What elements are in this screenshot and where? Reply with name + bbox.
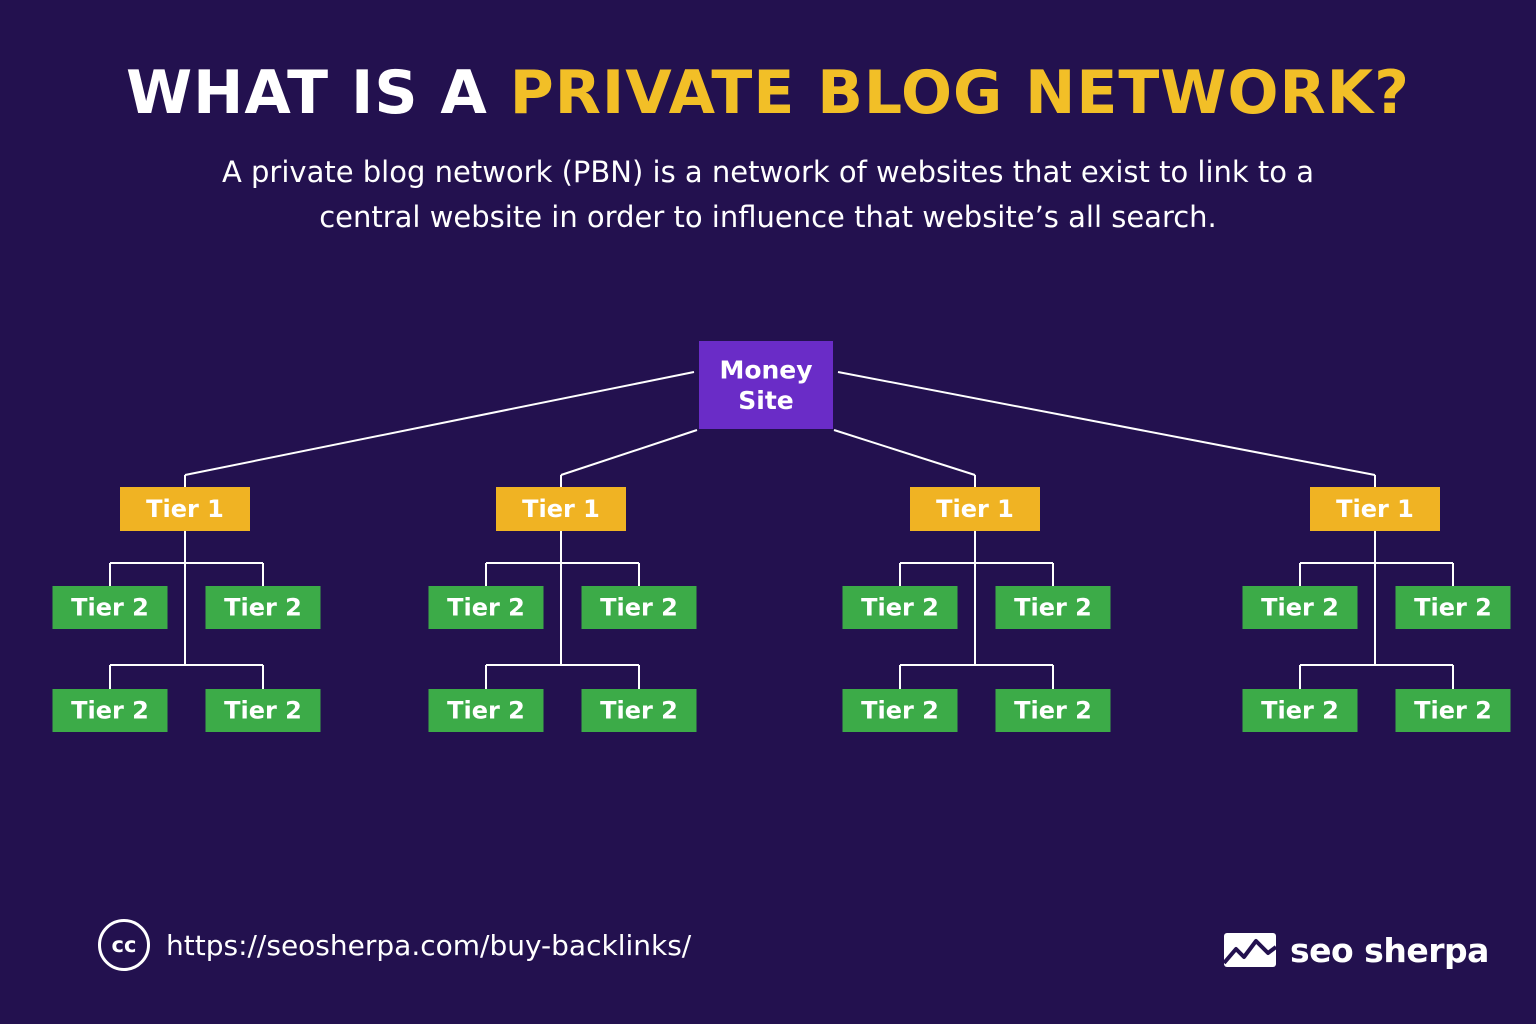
page-title: WHAT IS A PRIVATE BLOG NETWORK? — [0, 58, 1536, 128]
tier2-node-box — [205, 586, 321, 629]
tier2-node-box — [581, 689, 697, 732]
tier2-node-label: Tier 2 — [224, 697, 302, 725]
tier2-node-box — [205, 689, 321, 732]
tier1-node-label: Tier 1 — [522, 495, 600, 523]
tier2-node-label: Tier 2 — [447, 697, 525, 725]
tier2-node-box — [428, 586, 544, 629]
tier2-node-label: Tier 2 — [861, 594, 939, 622]
tier2-node: Tier 2 — [995, 586, 1111, 629]
tier2-node-label: Tier 2 — [1014, 697, 1092, 725]
tier2-node-box — [842, 586, 958, 629]
tier1-node-box — [120, 487, 250, 531]
tier2-node-label: Tier 2 — [861, 697, 939, 725]
tier2-node-label: Tier 2 — [600, 697, 678, 725]
money-site-node-label: Site — [738, 386, 793, 415]
tier2-node: Tier 2 — [1242, 586, 1358, 629]
tier2-node-label: Tier 2 — [224, 594, 302, 622]
tier2-node-label: Tier 2 — [1414, 697, 1492, 725]
brand-name: seo sherpa — [1290, 930, 1489, 970]
tier2-node: Tier 2 — [1242, 689, 1358, 732]
tier2-node-label: Tier 2 — [1261, 697, 1339, 725]
footer-link[interactable]: cc https://seosherpa.com/buy-backlinks/ — [98, 916, 691, 974]
tier2-node-label: Tier 2 — [71, 697, 149, 725]
tier1-node-label: Tier 1 — [1336, 495, 1414, 523]
tier1-node-box — [496, 487, 626, 531]
tier2-node: Tier 2 — [842, 586, 958, 629]
tier2-node-box — [1242, 689, 1358, 732]
tier2-node-label: Tier 2 — [447, 594, 525, 622]
mountain-logo-icon — [1222, 933, 1278, 967]
connector-line — [184, 371, 695, 476]
tier2-node-box — [995, 689, 1111, 732]
tier2-node-label: Tier 2 — [1414, 594, 1492, 622]
tier2-node-label: Tier 2 — [1261, 594, 1339, 622]
tier1-node: Tier 1 — [910, 487, 1040, 531]
source-url[interactable]: https://seosherpa.com/buy-backlinks/ — [166, 928, 692, 962]
tier1-node-box — [910, 487, 1040, 531]
subtitle: A private blog network (PBN) is a networ… — [168, 150, 1368, 240]
tier2-node: Tier 2 — [52, 689, 168, 732]
tier2-node-box — [581, 586, 697, 629]
tier2-node-box — [1242, 586, 1358, 629]
title-plain: WHAT IS A — [126, 58, 488, 128]
tier1-node: Tier 1 — [496, 487, 626, 531]
tier2-node: Tier 2 — [205, 689, 321, 732]
tier2-node-box — [52, 586, 168, 629]
tier2-node: Tier 2 — [205, 586, 321, 629]
tier2-node-box — [1395, 586, 1511, 629]
tier2-node-label: Tier 2 — [600, 594, 678, 622]
tier2-node-box — [52, 689, 168, 732]
subtitle-line-2: central website in order to influence th… — [319, 200, 1217, 234]
tier2-node: Tier 2 — [842, 689, 958, 732]
tier2-node-label: Tier 2 — [1014, 594, 1092, 622]
money-site-node-label: Money — [719, 355, 812, 384]
tier1-node: Tier 1 — [120, 487, 250, 531]
brand-logo: seo sherpa — [1222, 928, 1489, 972]
tier2-node: Tier 2 — [1395, 586, 1511, 629]
tier2-node: Tier 2 — [581, 586, 697, 629]
title-accent: PRIVATE BLOG NETWORK? — [509, 58, 1410, 128]
tier2-node-label: Tier 2 — [71, 594, 149, 622]
tier2-node: Tier 2 — [428, 586, 544, 629]
tier2-node-box — [1395, 689, 1511, 732]
tier2-node: Tier 2 — [995, 689, 1111, 732]
connector-lines — [109, 371, 1454, 689]
tier2-node: Tier 2 — [581, 689, 697, 732]
subtitle-line-1: A private blog network (PBN) is a networ… — [221, 155, 1315, 189]
tier2-node-box — [842, 689, 958, 732]
tier1-node-box — [1310, 487, 1440, 531]
connector-line — [837, 371, 1376, 476]
tier2-node: Tier 2 — [428, 689, 544, 732]
money-site-node-box — [699, 341, 833, 429]
tier2-node-box — [428, 689, 544, 732]
tier2-node-box — [995, 586, 1111, 629]
connector-line — [560, 429, 698, 476]
creative-commons-icon: cc — [98, 919, 150, 971]
tier1-node-label: Tier 1 — [936, 495, 1014, 523]
tier2-node: Tier 2 — [52, 586, 168, 629]
tier1-node-label: Tier 1 — [146, 495, 224, 523]
connector-line — [833, 429, 976, 476]
tier1-node: Tier 1 — [1310, 487, 1440, 531]
tier2-node: Tier 2 — [1395, 689, 1511, 732]
